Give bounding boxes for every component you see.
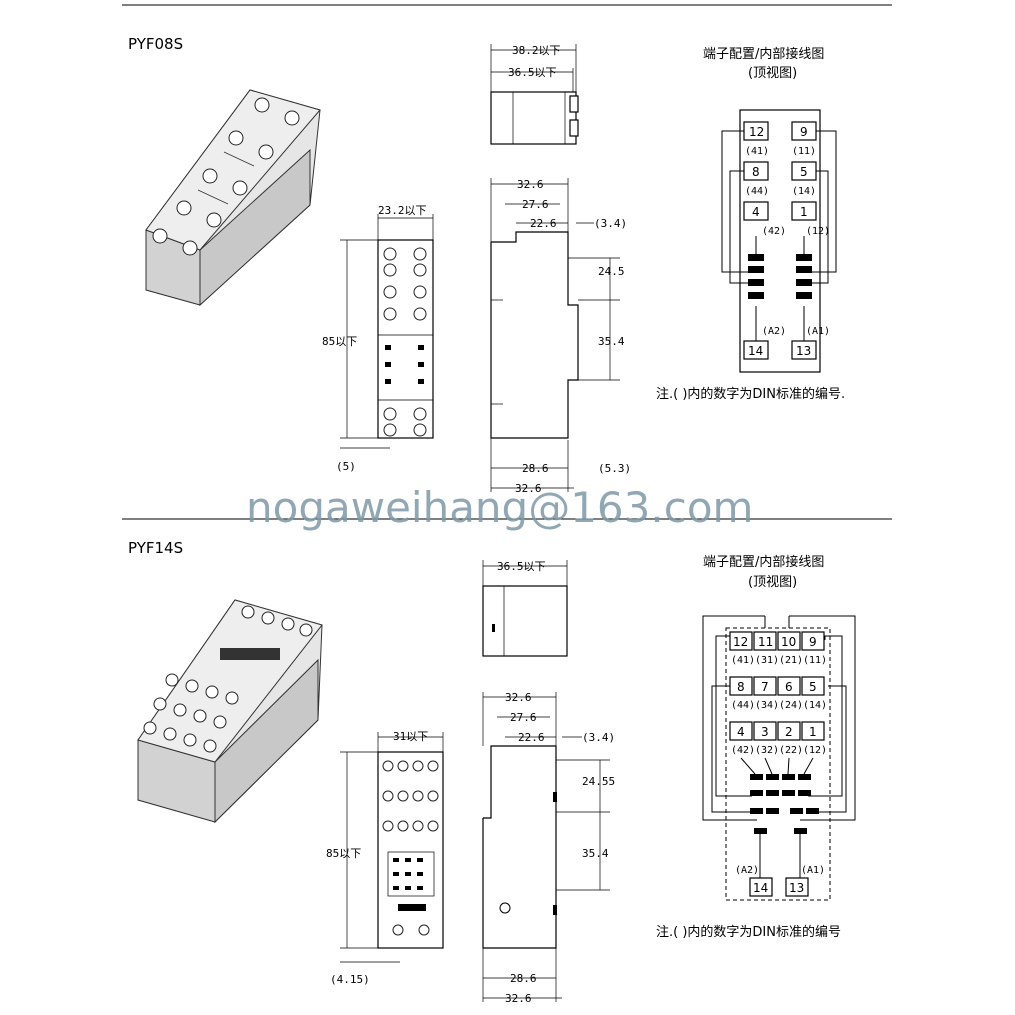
wiring-diagram-pyf14s	[702, 615, 856, 901]
dim-profile-d3-note: (3.4)	[594, 217, 627, 230]
din-11-top: (11)	[792, 146, 816, 157]
pin-8-bottom: 8	[737, 680, 745, 694]
din-32-bottom: (32)	[755, 745, 779, 756]
din-34-bottom: (34)	[755, 700, 779, 711]
din-31-bottom: (31)	[755, 655, 779, 666]
dim-profile-d1: 32.6	[517, 178, 544, 191]
dim-profile-d2: 27.6	[522, 198, 549, 211]
din-44-top: (44)	[745, 186, 769, 197]
din-44-bottom: (44)	[731, 700, 755, 711]
pin-4-bottom: 4	[737, 725, 745, 739]
pin-5-bottom: 5	[809, 680, 817, 694]
pin-13-bottom: 13	[789, 881, 804, 895]
pin-3-bottom: 3	[761, 725, 769, 739]
din-42-bottom: (42)	[731, 745, 755, 756]
pin-11-bottom: 11	[758, 635, 773, 649]
pin-6-bottom: 6	[785, 680, 793, 694]
dim-profile-d2-bottom: 27.6	[510, 711, 537, 724]
pin-12-top: 12	[749, 125, 764, 139]
wiring-title-top: 端子配置/内部接线图	[703, 46, 824, 62]
dim-profile-d1-bottom: 32.6	[505, 691, 532, 704]
socket-illustration-pyf08s	[145, 89, 321, 307]
pin-2-bottom: 2	[785, 725, 793, 739]
dim-profile-d3-note-bottom: (3.4)	[582, 731, 615, 744]
wiring-subtitle-bottom: (顶视图)	[748, 575, 797, 590]
dim-profile-h2-bottom: 35.4	[582, 847, 609, 860]
din-14-bottom: (14)	[803, 700, 827, 711]
din-41-bottom: (41)	[731, 655, 755, 666]
dim-side-upper: 38.2以下	[512, 44, 561, 57]
pin-5-top: 5	[800, 165, 808, 179]
pin-12-bottom: 12	[733, 635, 748, 649]
dim-front-height: 85以下	[322, 335, 357, 348]
pin-1-top: 1	[800, 205, 808, 219]
pin-14-top: 14	[748, 344, 763, 358]
model-title-pyf08s: PYF08S	[128, 35, 183, 53]
front-view-pyf08s	[340, 214, 434, 449]
din-note-bottom: 注.( )内的数字为DIN标准的编号	[656, 924, 841, 940]
din-12-top: (12)	[806, 226, 830, 237]
din-41-top: (41)	[745, 146, 769, 157]
socket-illustration-pyf14s	[137, 599, 323, 824]
dim-front-height-bottom: 85以下	[326, 847, 361, 860]
side-view-pyf14s	[482, 560, 568, 657]
din-a2-bottom: (A2)	[735, 865, 759, 876]
dim-profile-b1: 28.6	[522, 462, 549, 475]
profile-view-pyf14s	[482, 692, 610, 1002]
dim-profile-d3: 22.6	[530, 217, 557, 230]
din-14-top: (14)	[792, 186, 816, 197]
din-a1-bottom: (A1)	[801, 865, 825, 876]
dim-side-lower: 36.5以下	[508, 66, 557, 79]
pin-8-top: 8	[752, 165, 760, 179]
pin-9-bottom: 9	[809, 635, 817, 649]
dim-profile-b2: 32.6	[515, 482, 542, 495]
dim-front-bottom-offset: (4.15)	[330, 973, 370, 986]
din-note-top: 注.( )内的数字为DIN标准的编号.	[656, 386, 845, 402]
pin-4-top: 4	[752, 205, 760, 219]
wiring-title-bottom: 端子配置/内部接线图	[703, 554, 824, 570]
wiring-diagram-pyf08s	[721, 109, 837, 373]
dim-profile-b1-note: (5.3)	[598, 462, 631, 475]
model-title-pyf14s: PYF14S	[128, 539, 183, 557]
dim-profile-d3-bottom: 22.6	[518, 731, 545, 744]
pin-1-bottom: 1	[809, 725, 817, 739]
din-a2-top: (A2)	[762, 326, 786, 337]
pin-14-bottom: 14	[753, 881, 768, 895]
dim-front-width: 23.2以下	[378, 204, 427, 217]
din-12-bottom: (12)	[803, 745, 827, 756]
side-view-pyf08s	[490, 44, 579, 145]
pin-9-top: 9	[800, 125, 808, 139]
dim-profile-h1-bottom: 24.55	[582, 775, 615, 788]
din-42-top: (42)	[762, 226, 786, 237]
pin-10-bottom: 10	[781, 635, 796, 649]
dim-side-bottom: 36.5以下	[497, 560, 546, 573]
pin-13-top: 13	[796, 344, 811, 358]
din-a1-top: (A1)	[806, 326, 830, 337]
dim-profile-b1-bottom: 28.6	[510, 972, 537, 985]
dim-front-bottom: (5)	[336, 460, 356, 473]
din-11-bottom: (11)	[803, 655, 827, 666]
din-21-bottom: (21)	[779, 655, 803, 666]
pin-7-bottom: 7	[761, 680, 769, 694]
din-24-bottom: (24)	[779, 700, 803, 711]
wiring-subtitle-top: (顶视图)	[748, 66, 797, 81]
watermark: nogaweihang@163.com	[246, 483, 753, 532]
dim-profile-h1: 24.5	[598, 265, 625, 278]
dim-profile-h2: 35.4	[598, 335, 625, 348]
din-22-bottom: (22)	[779, 745, 803, 756]
dim-front-width-bottom: 31以下	[393, 730, 428, 743]
front-view-pyf14s	[340, 732, 444, 963]
dim-profile-b2-bottom: 32.6	[505, 992, 532, 1005]
profile-view-pyf08s	[490, 178, 620, 492]
